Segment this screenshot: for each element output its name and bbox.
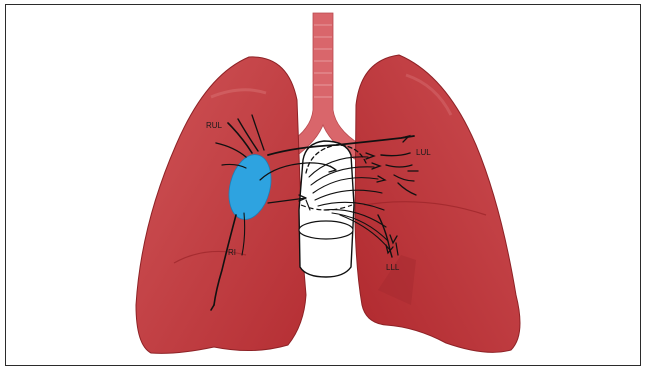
label-lul: LUL (416, 148, 431, 157)
label-rul: RUL (206, 121, 223, 130)
right-lung (136, 57, 306, 353)
label-lll: LLL (386, 263, 400, 272)
label-ri: RI (228, 248, 236, 257)
left-lung (355, 55, 520, 352)
lung-diagram: RUL LUL RI LLL (6, 5, 641, 366)
figure-frame: RUL LUL RI LLL (5, 4, 641, 366)
white-cylinder (299, 141, 354, 277)
